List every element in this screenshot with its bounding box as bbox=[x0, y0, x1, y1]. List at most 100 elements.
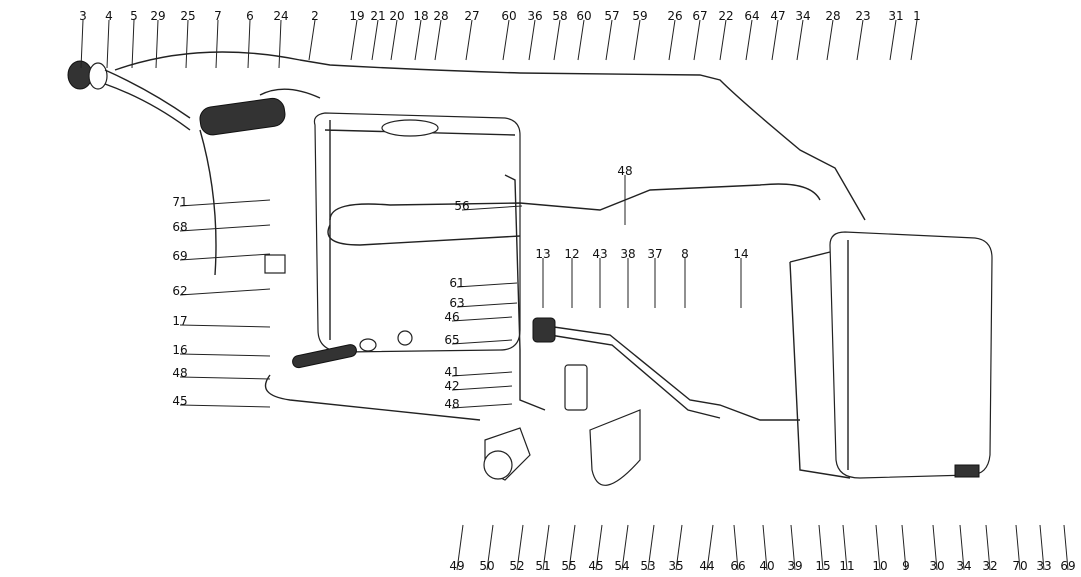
part-number-label: 68 bbox=[172, 220, 187, 234]
part-number-label: 50 bbox=[479, 559, 494, 573]
part-number-label: 54 bbox=[614, 559, 629, 573]
leader-line bbox=[502, 19, 510, 61]
part-number-label: 61 bbox=[449, 276, 464, 290]
leader-line bbox=[451, 339, 513, 345]
leader-line bbox=[80, 19, 84, 69]
part-number-label: 22 bbox=[718, 9, 733, 23]
part-number-label: 27 bbox=[464, 9, 479, 23]
part-number-label: 8 bbox=[681, 247, 689, 261]
part-number-label: 66 bbox=[730, 559, 745, 573]
part-number-label: 3 bbox=[79, 9, 87, 23]
leader-line bbox=[542, 524, 550, 571]
part-number-label: 21 bbox=[370, 9, 385, 23]
part-number-label: 18 bbox=[413, 9, 428, 23]
leader-line bbox=[456, 282, 518, 288]
leader-line bbox=[247, 19, 251, 69]
leader-line bbox=[465, 19, 473, 61]
leader-line bbox=[856, 19, 864, 61]
part-number-label: 35 bbox=[668, 559, 683, 573]
part-number-label: 44 bbox=[699, 559, 714, 573]
leader-line bbox=[451, 371, 513, 377]
part-number-label: 14 bbox=[733, 247, 748, 261]
part-number-label: 32 bbox=[982, 559, 997, 573]
leader-line bbox=[179, 199, 271, 207]
part-number-label: 52 bbox=[509, 559, 524, 573]
leader-line bbox=[985, 524, 991, 571]
leader-line bbox=[451, 403, 513, 409]
part-number-label: 53 bbox=[640, 559, 655, 573]
part-number-label: 37 bbox=[647, 247, 662, 261]
leader-line bbox=[461, 205, 523, 211]
part-number-label: 67 bbox=[692, 9, 707, 23]
part-number-label: 46 bbox=[444, 310, 459, 324]
leader-line bbox=[733, 524, 739, 571]
leader-line bbox=[762, 524, 768, 571]
part-number-label: 45 bbox=[172, 394, 187, 408]
part-number-label: 28 bbox=[433, 9, 448, 23]
leader-line bbox=[106, 19, 110, 69]
part-number-label: 43 bbox=[592, 247, 607, 261]
part-number-label: 28 bbox=[825, 9, 840, 23]
leader-line bbox=[179, 353, 271, 357]
part-number-label: 31 bbox=[888, 9, 903, 23]
leader-line bbox=[621, 524, 629, 571]
part-number-label: 24 bbox=[273, 9, 288, 23]
leader-line bbox=[932, 524, 938, 571]
leader-line bbox=[155, 19, 159, 69]
part-number-label: 60 bbox=[576, 9, 591, 23]
part-number-label: 7 bbox=[214, 9, 222, 23]
leader-line bbox=[706, 524, 714, 571]
leader-line bbox=[179, 404, 271, 408]
part-number-label: 69 bbox=[172, 249, 187, 263]
leader-line bbox=[179, 288, 271, 296]
part-number-label: 16 bbox=[172, 343, 187, 357]
leader-line bbox=[179, 376, 271, 380]
part-number-label: 11 bbox=[839, 559, 854, 573]
part-number-label: 39 bbox=[787, 559, 802, 573]
part-number-label: 57 bbox=[604, 9, 619, 23]
part-number-label: 10 bbox=[872, 559, 887, 573]
leader-line bbox=[553, 19, 561, 61]
part-number-label: 65 bbox=[444, 333, 459, 347]
part-number-label: 34 bbox=[956, 559, 971, 573]
part-number-label: 42 bbox=[444, 379, 459, 393]
leader-line bbox=[215, 19, 219, 69]
part-number-label: 34 bbox=[795, 9, 810, 23]
part-number-label: 60 bbox=[501, 9, 516, 23]
part-number-label: 45 bbox=[588, 559, 603, 573]
leader-line bbox=[451, 316, 513, 322]
part-number-label: 69 bbox=[1060, 559, 1075, 573]
part-number-label: 62 bbox=[172, 284, 187, 298]
part-number-label: 13 bbox=[535, 247, 550, 261]
leader-line bbox=[1039, 524, 1045, 571]
leader-line bbox=[910, 19, 918, 61]
part-number-label: 15 bbox=[815, 559, 830, 573]
part-number-label: 55 bbox=[561, 559, 576, 573]
leader-line bbox=[818, 524, 824, 571]
fuel-lines bbox=[114, 51, 980, 486]
part-number-label: 5 bbox=[130, 9, 138, 23]
part-number-label: 6 bbox=[246, 9, 254, 23]
leader-line bbox=[414, 19, 422, 61]
leader-line bbox=[790, 524, 796, 571]
leader-line bbox=[605, 19, 613, 61]
part-number-label: 48 bbox=[444, 397, 459, 411]
leader-line bbox=[456, 524, 464, 571]
leader-line bbox=[842, 524, 848, 571]
leader-line bbox=[647, 524, 655, 571]
leader-line bbox=[595, 524, 603, 571]
part-number-label: 48 bbox=[617, 164, 632, 178]
leader-line bbox=[278, 19, 282, 69]
leader-line bbox=[390, 19, 398, 61]
leader-line bbox=[179, 224, 271, 232]
part-number-label: 64 bbox=[744, 9, 759, 23]
leader-line bbox=[693, 19, 701, 61]
leader-line bbox=[577, 19, 585, 61]
leader-line bbox=[889, 19, 897, 61]
part-number-label: 25 bbox=[180, 9, 195, 23]
leader-line bbox=[826, 19, 834, 61]
leader-line bbox=[486, 524, 494, 571]
filler-neck bbox=[67, 60, 286, 276]
part-number-label: 48 bbox=[172, 366, 187, 380]
